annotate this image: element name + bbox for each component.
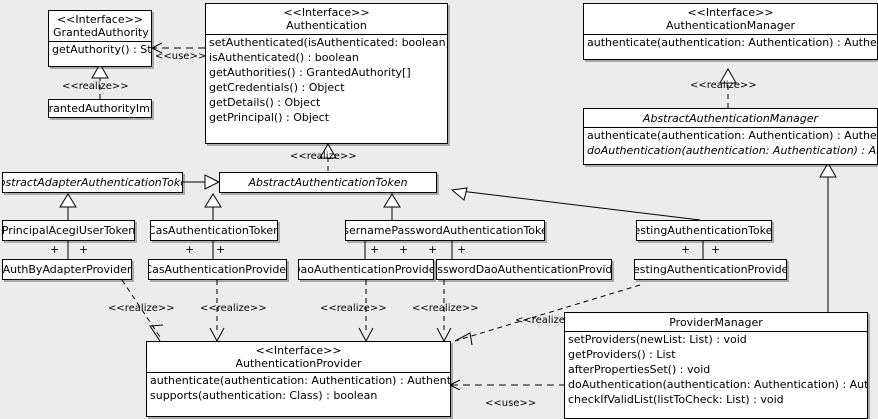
operation: getCredentials() : Object [209,81,345,94]
class-name: TestingAuthenticationToken [636,224,772,237]
class-name: AbstractAdapterAuthenticationToken [3,176,182,189]
class-name: Authentication [286,19,367,32]
class-name: DaoAuthenticationProvider [298,263,434,276]
class-name: AuthByAdapterProvider [2,263,132,276]
multiplicity-marker: + [185,243,195,256]
stereotype-label: <<Interface>> [255,344,342,357]
operation: getProviders() : List [568,348,676,361]
class-box-testing-authentication-provider[interactable]: TestingAuthenticationProvider [634,259,787,280]
multiplicity-marker: + [79,243,89,256]
multiplicity-marker: + [457,243,467,256]
operation: supports(authentication: Class) : boolea… [150,389,378,402]
class-box-cas-authentication-token[interactable]: CasAuthenticationToken [150,220,278,241]
multiplicity-marker: + [216,243,226,256]
operations-compartment: getAuthority() : String [49,41,151,57]
operation: checkIfValidList(listToCheck: List) : vo… [568,393,784,406]
operation: doAuthentication(authentication: Authent… [568,378,868,391]
multiplicity-marker: + [50,243,60,256]
class-name: UsernamePasswordAuthenticationToken [345,224,545,237]
class-name: PasswordDaoAuthenticationProvider [437,263,612,276]
operation: authenticate(authentication: Authenticat… [587,36,877,49]
class-box-abstract-authentication-token[interactable]: AbstractAuthenticationToken [219,172,437,193]
operations-compartment: authenticate(authentication: Authenticat… [584,127,877,158]
class-name: ProviderManager [669,316,763,329]
operation: getAuthorities() : GrantedAuthority[] [209,66,411,79]
multiplicity-marker: + [428,243,438,256]
class-box-authentication-provider[interactable]: <<Interface>> AuthenticationProvider aut… [146,341,451,417]
class-box-granted-authority-impl[interactable]: GrantedAuthorityImpl [48,99,152,118]
operation: getPrincipal() : Object [209,111,330,124]
operation: authenticate(authentication: Authenticat… [587,129,877,142]
class-box-authentication[interactable]: <<Interface>> Authentication setAuthenti… [205,3,448,144]
operation: afterPropertiesSet() : void [568,363,711,376]
class-name: TestingAuthenticationProvider [634,263,787,276]
stereotype-label: <<Interface>> [283,6,370,19]
class-name: CasAuthenticationToken [150,224,278,237]
class-name: GrantedAuthority [53,26,149,39]
class-header: <<Interface>> AuthenticationManager [584,4,877,34]
class-box-testing-authentication-token[interactable]: TestingAuthenticationToken [636,220,772,241]
multiplicity-marker: + [399,243,409,256]
class-box-dao-authentication-provider[interactable]: DaoAuthenticationProvider [298,259,434,280]
edge-label-use-granted-authority: <<use>> [155,51,207,62]
class-name: AbstractAuthenticationManager [642,112,819,125]
class-header: <<Interface>> Authentication [206,4,447,34]
operations-compartment: setAuthenticated(isAuthenticated: boolea… [206,34,447,125]
class-box-abstract-adapter-authentication-token[interactable]: AbstractAdapterAuthenticationToken [2,172,183,193]
edge-label-use-provider-manager: <<use>> [485,398,537,409]
class-box-granted-authority[interactable]: <<Interface>> GrantedAuthority getAuthor… [48,10,152,67]
operation: isAuthenticated() : boolean [209,51,359,64]
class-box-authentication-manager[interactable]: <<Interface>> AuthenticationManager auth… [583,3,878,60]
class-box-principal-acegi-user-token[interactable]: PrincipalAcegiUserToken [2,220,135,241]
class-name: CasAuthenticationProvider [148,263,287,276]
operation: doAuthentication(authentication: Authent… [587,144,877,157]
edge-label-realize-abstract-authentication-token: <<realize>> [290,151,357,162]
stereotype-label: <<Interface>> [687,6,774,19]
class-header: ProviderManager [565,313,867,331]
class-name: AuthenticationProvider [235,357,362,370]
class-name: AbstractAuthenticationToken [248,176,408,189]
edge-label-realize-dao-authentication-provider: <<realize>> [320,303,387,314]
operations-compartment: authenticate(authentication: Authenticat… [147,372,450,403]
operations-compartment: authenticate(authentication: Authenticat… [584,34,877,50]
class-box-provider-manager[interactable]: ProviderManager setProviders(newList: Li… [564,312,868,419]
operation: setAuthenticated(isAuthenticated: boolea… [209,36,448,49]
edge-label-realize-auth-by-adapter-provider: <<realize>> [108,303,175,314]
class-box-cas-authentication-provider[interactable]: CasAuthenticationProvider [148,259,287,280]
operation: setProviders(newList: List) : void [568,333,747,346]
class-box-password-dao-authentication-provider[interactable]: PasswordDaoAuthenticationProvider [436,259,612,280]
multiplicity-marker: + [711,243,721,256]
edge-label-realize-granted-authority-impl: <<realize>> [62,81,129,92]
class-header: AbstractAuthenticationManager [584,109,877,127]
class-header: <<Interface>> AuthenticationProvider [147,342,450,372]
class-header: <<Interface>> GrantedAuthority [49,11,151,41]
operation: getAuthority() : String [52,43,152,56]
edge-label-realize-cas-authentication-provider: <<realize>> [200,303,267,314]
class-name: GrantedAuthorityImpl [48,102,151,115]
edge-label-realize-password-dao-authentication-provider: <<realize>> [412,303,479,314]
operations-compartment: setProviders(newList: List) : void getPr… [565,331,867,407]
operation: authenticate(authentication: Authenticat… [150,374,451,387]
multiplicity-marker: + [681,243,691,256]
multiplicity-marker: + [370,243,380,256]
class-box-abstract-authentication-manager[interactable]: AbstractAuthenticationManager authentica… [583,108,878,165]
class-box-auth-by-adapter-provider[interactable]: AuthByAdapterProvider [2,259,132,280]
class-name: AuthenticationManager [666,19,795,32]
stereotype-label: <<Interface>> [56,13,144,26]
edge-label-realize-abstract-authentication-manager: <<realize>> [690,80,757,91]
operation: getDetails() : Object [209,96,321,109]
class-name: PrincipalAcegiUserToken [2,224,135,237]
class-box-username-password-authentication-token[interactable]: UsernamePasswordAuthenticationToken [345,220,545,241]
